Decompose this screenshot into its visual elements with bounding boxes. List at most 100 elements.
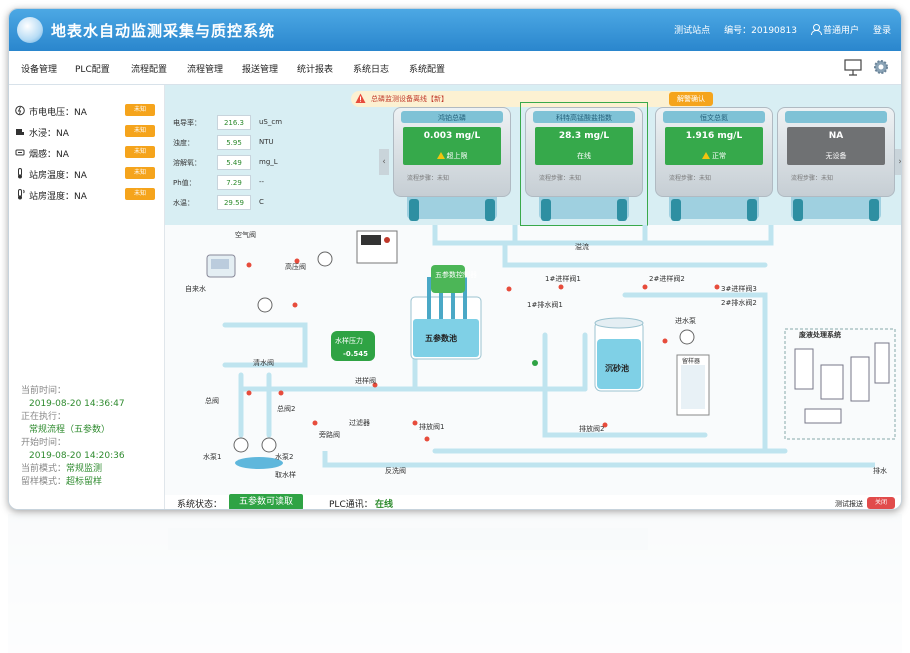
water-pressure-indicator: 水样压力 -0.545	[331, 331, 375, 361]
param-unit: uS_cm	[259, 118, 283, 126]
device-base	[407, 197, 497, 219]
gear-icon[interactable]	[871, 57, 891, 77]
valve-indicator	[558, 284, 564, 290]
station-name: 测试站点	[674, 26, 711, 36]
alarm-text: 总磷监测设备离线【新】	[371, 95, 448, 103]
device-header	[785, 111, 887, 123]
device-card[interactable]: 恒文总氮 1.916 mg/L 正常 流程步骤：未知	[655, 107, 773, 221]
water-pump-label: 进水泵	[675, 316, 696, 325]
user-icon	[810, 24, 822, 35]
test-report-label: 测试报送	[835, 500, 863, 508]
sample-mode-row: 留样模式：超标留样	[21, 476, 125, 489]
device-value: 1.916 mg/L	[685, 131, 743, 141]
sensor-row-temperature: 站房温度：NA 未知	[15, 166, 161, 182]
mode-row: 当前模式：常规监测	[21, 463, 125, 476]
valve-indicator	[506, 286, 512, 292]
pipe-return	[502, 240, 768, 268]
pipe-left-loop	[222, 322, 308, 368]
pump2-label: 水泵2	[275, 452, 293, 461]
presentation-icon[interactable]	[843, 57, 863, 77]
param-row: Ph值：7.29--	[173, 173, 293, 193]
param-value: 5.49	[217, 155, 251, 170]
pump1-icon	[233, 437, 249, 453]
water-pressure-label: 水样压力	[335, 336, 363, 345]
menu-item-process-config[interactable]: 流程配置	[131, 65, 168, 75]
status-badge: 未知	[125, 104, 155, 116]
process-diagram: 五参数池 五参数控制器 沉砂池 水样压力 -0.545	[185, 225, 896, 479]
device-base	[669, 197, 759, 219]
user-menu[interactable]: 普通用户	[810, 23, 859, 36]
param-label: Ph值：	[173, 179, 196, 187]
scroll-left-button[interactable]: ‹	[379, 149, 389, 175]
menu-item-process-management[interactable]: 流程管理	[187, 65, 224, 75]
alarm-confirm-button[interactable]: 解警确认	[669, 92, 713, 106]
station-id: 编号：20190813	[724, 26, 797, 36]
param-unit: C	[259, 198, 264, 206]
bypass-label: 旁路阀	[319, 430, 340, 439]
thermometer-icon	[18, 168, 22, 179]
valve-indicator	[662, 338, 668, 344]
sensor-label: 站房温度：NA	[29, 171, 87, 181]
device-card[interactable]: NA 无设备 流程步骤：未知	[777, 107, 895, 221]
menu-bar: 设备管理 PLC配置 流程配置 流程管理 报送管理 统计报表 系统日志 系统配置	[9, 51, 901, 85]
current-time-label: 当前时间：	[21, 386, 67, 396]
device-base	[791, 197, 881, 219]
mode-label: 当前模式：	[21, 464, 67, 474]
device-step: 流程步骤：未知	[791, 175, 834, 182]
param-label: 水温：	[173, 199, 194, 207]
app-window: 地表水自动监测采集与质控系统 测试站点 编号：20190813 普通用户 登录 …	[8, 8, 902, 510]
warning-icon	[436, 152, 445, 159]
sample-mode-label: 留样模式：	[21, 477, 67, 487]
sensor-label: 烟感：NA	[29, 150, 69, 160]
menu-item-system-log[interactable]: 系统日志	[353, 65, 390, 75]
inlet-valve-3-label: 3#进样阀3	[721, 284, 757, 293]
executing-value: 常规流程（五参数）	[29, 425, 111, 435]
high-pressure-label: 高压阀	[285, 262, 306, 271]
user-name: 普通用户	[822, 26, 859, 36]
menu-item-report-management[interactable]: 报送管理	[242, 65, 279, 75]
main-valve-label: 总阀	[205, 396, 219, 405]
device-status: 超上限	[407, 151, 497, 161]
menu-item-statistics[interactable]: 统计报表	[297, 65, 334, 75]
system-status-label: 系统状态：	[177, 500, 223, 510]
device-status-text: 在线	[577, 152, 591, 160]
sensor-label: 站房湿度：NA	[29, 192, 87, 202]
test-report-toggle[interactable]: 关闭	[867, 497, 895, 509]
param-value: 29.59	[217, 195, 251, 210]
login-button[interactable]: 登录	[872, 26, 891, 36]
pipe-mid	[542, 332, 708, 438]
menu-item-device-management[interactable]: 设备管理	[21, 65, 58, 75]
drain-valve1-label: 排放阀1	[419, 422, 444, 431]
valve-indicator	[246, 262, 252, 268]
scroll-right-button[interactable]: ›	[895, 149, 901, 175]
air-pump	[206, 254, 236, 278]
reflection-bar	[168, 528, 648, 550]
valve-indicator	[602, 422, 608, 428]
sampler-label: 留样器	[682, 357, 700, 365]
device-header	[401, 111, 503, 123]
valve-indicator	[294, 258, 300, 264]
device-screen	[403, 127, 501, 165]
menu-item-plc-config[interactable]: PLC配置	[75, 65, 110, 75]
sensor-row-humidity: 站房湿度：NA 未知	[15, 187, 161, 203]
valve-indicator	[424, 436, 430, 442]
menu-item-system-config[interactable]: 系统配置	[409, 65, 446, 75]
device-card[interactable]: 科特高锰酸盐指数 28.3 mg/L 在线 流程步骤：未知	[520, 102, 648, 226]
five-param-pool-label: 五参数池	[425, 333, 457, 343]
clean-water-label: 自来水	[185, 284, 206, 293]
valve-open-indicator	[532, 360, 538, 366]
device-status-text: 正常	[712, 152, 726, 160]
valve-indicator	[714, 284, 720, 290]
executing-label: 正在执行：	[21, 412, 67, 422]
valve-markers	[246, 258, 720, 442]
smoke-icon	[15, 149, 25, 156]
device-header	[663, 111, 765, 123]
valve-indicator	[642, 284, 648, 290]
status-badge: 未知	[125, 188, 155, 200]
param-value: 7.29	[217, 175, 251, 190]
device-card[interactable]: 鸿铂总磷 0.003 mg/L 超上限 流程步骤：未知	[393, 107, 511, 221]
inlet-valve-1-label: 1#进样阀1	[545, 274, 581, 283]
mode-value: 常规监测	[66, 464, 103, 474]
